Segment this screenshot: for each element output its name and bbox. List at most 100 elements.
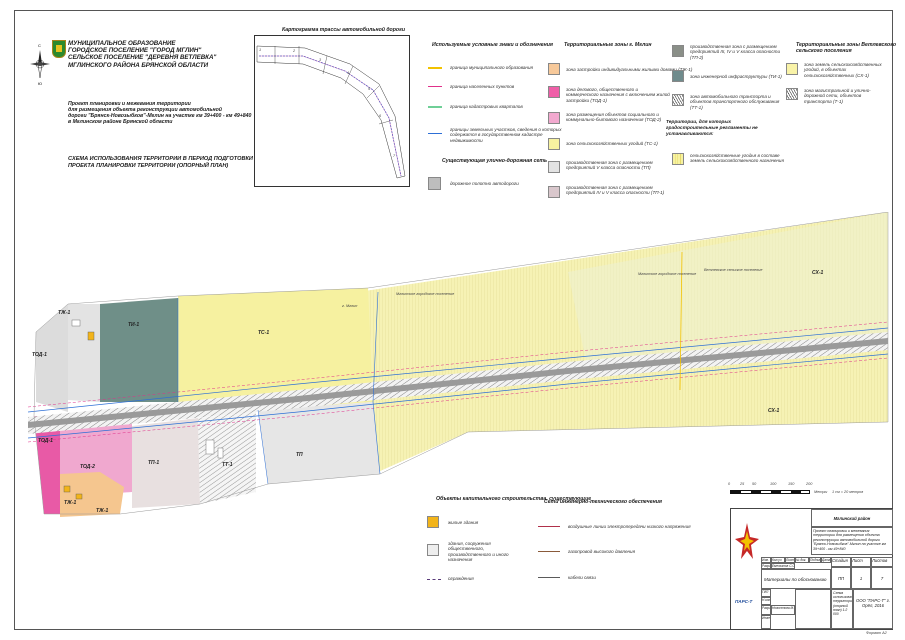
tb-row-date: Дата: [821, 557, 831, 563]
inset-sheet-2: 2: [293, 49, 296, 53]
legend-swatch-public: [427, 544, 439, 556]
tb-sheet-head: Лист: [851, 557, 871, 567]
legend-label-tzh1: зона застройки индивидуальными жилыми до…: [566, 67, 693, 72]
sheet-format: Формат А2: [866, 631, 887, 635]
legend-used-title: Используемые условные знаки и обозначени…: [432, 42, 553, 48]
scale-tick-25: 25: [740, 482, 745, 486]
north-arrow-icon: С Ю: [30, 42, 50, 86]
legend-label-public: здания, сооружения общественного, произв…: [448, 541, 509, 563]
inset-sheet-4: 4: [347, 71, 350, 75]
tb-sheets-head: Листов: [871, 557, 893, 567]
inset-sheet-1: 1: [259, 48, 262, 52]
tb-name-1: Емельянов С.С.: [771, 563, 795, 569]
zone-label-tod2: ТОД-2: [80, 464, 95, 470]
legend-swatch-ts1: [548, 138, 560, 150]
legend-swatch-skh1: [786, 63, 798, 75]
coat-of-arms-icon: [52, 40, 66, 58]
company-logo: ПАРС-Т: [733, 519, 761, 619]
tb-role-4: Разраб.: [761, 605, 771, 615]
legend-line-gas: [538, 551, 560, 552]
zone-label-tt1: ТТ-1: [222, 462, 233, 468]
tb-district: Мглинский район: [811, 509, 893, 527]
legend-label-agri-lands: сельскохозяйственные угодья в составе зе…: [690, 153, 784, 164]
tb-row-sign: Подпись: [809, 557, 821, 563]
place-label-vetlevka: Ветлевское сельское поселение: [704, 268, 763, 272]
tb-row-kol: Кол.уч: [771, 557, 785, 563]
tb-project-text: Проект планировки и межевания территории…: [811, 527, 893, 555]
zone-label-tzh1: ТЖ-1: [64, 500, 77, 506]
zone-label-skh1-south: СХ-1: [768, 408, 780, 414]
legend-swatch-tod2: [548, 112, 560, 124]
svg-text:С: С: [38, 43, 41, 48]
legend-label-t1: зона магистральной и улично-дорожной сет…: [804, 88, 871, 104]
zone-label-tod1: ТОД-1: [38, 438, 53, 444]
scale-tick-0: 0: [728, 482, 731, 486]
zone-label-skh1-east: СХ-1: [812, 270, 824, 276]
inset-sheet-7: 7: [393, 154, 396, 158]
tb-sheets-val: 7: [871, 567, 893, 589]
inset-map: 1 2 3 4 5 6 7: [254, 35, 410, 187]
legend-label-tp1: производственная зона с размещением пред…: [566, 185, 665, 196]
legend-label-tp2: производственная зона с размещением пред…: [690, 44, 781, 60]
place-label-mglin-settlement-2: Мглинское городское поселение: [638, 272, 697, 276]
scheme-title: СХЕМА ИСПОЛЬЗОВАНИЯ ТЕРРИТОРИИ В ПЕРИОД …: [68, 156, 253, 169]
legend-label-municipal: граница муниципального образования: [450, 65, 533, 70]
legend-line-cadastral: [428, 106, 442, 108]
legend-label-tod1: зона делового, общественного и коммерчес…: [566, 87, 670, 103]
legend-swatch-residential: [427, 516, 439, 528]
tb-row-doc: № док.: [795, 557, 809, 563]
legend-label-ts1: зона сельскохозяйственных угодий (ТС-1): [566, 141, 658, 146]
project-title: Проект планировки и межевания территории…: [68, 101, 252, 125]
scale-tick-50: 50: [752, 482, 757, 486]
tb-materials: Материалы по обоснованию: [761, 569, 831, 589]
tb-name-4: Новоселова М.П.: [771, 605, 795, 615]
legend-label-fence: ограждения: [448, 576, 474, 581]
legend-label-residential: жилые здания: [448, 520, 479, 525]
legend-swatch-tod1: [548, 86, 560, 98]
zone-label-ti1: ТИ-1: [128, 322, 140, 328]
scale-tick-100: 100: [770, 482, 777, 486]
legend-line-power: [538, 526, 560, 527]
inset-sheet-6: 6: [379, 114, 382, 118]
legend-line-fence: [427, 579, 441, 580]
legend-no-regulations-title: Территории, для которых градостроительны…: [666, 120, 758, 137]
legend-swatch-tp1: [548, 186, 560, 198]
scale-tick-200: 200: [806, 482, 813, 486]
inset-title: Картограмма трассы автомобильной дороги: [282, 27, 406, 33]
scale-unit: Метры: [814, 490, 828, 494]
zone-label-tzh1-south: ТЖ-1: [96, 508, 109, 514]
tb-company: ООО "ПАРС-Т" г. Орёл, 2016: [853, 589, 893, 629]
zone-label-tzh1-north: ТЖ-1: [58, 310, 71, 316]
zone-label-tod1-west: ТОД-1: [32, 352, 47, 358]
place-label-mglin-settlement-1: Мглинское городское поселение: [396, 292, 455, 296]
tb-blank: [795, 589, 831, 629]
tb-row-list: Лист: [785, 557, 795, 563]
legend-line-municipal: [428, 67, 442, 69]
tb-role-3: Н.контр.: [761, 597, 771, 605]
legend-label-comm: кабели связи: [568, 575, 596, 580]
svg-text:Ю: Ю: [38, 81, 42, 86]
title-block: ПАРС-Т Мглинский район Проект планировки…: [730, 508, 893, 630]
logo-star-icon: [735, 523, 759, 559]
legend-label-tp: производственная зона с размещением пред…: [566, 160, 653, 171]
legend-label-tod2: зона размещения объектов социального и к…: [566, 112, 662, 123]
tb-sheet-name: Схема использования территории (опорный …: [831, 589, 853, 629]
legend-label-road: дорожное полотно автодороги: [450, 181, 519, 186]
legend-swatch-tp2: [672, 45, 684, 57]
tb-row-izm: Изм.: [761, 557, 771, 563]
legend-swatch-ti1: [672, 70, 684, 82]
zone-label-tp1: ТП-1: [148, 460, 160, 466]
legend-label-parcels: границы земельных участков, сведения о к…: [450, 127, 562, 143]
inset-sheet-5: 5: [368, 87, 371, 91]
municipality-title: МУНИЦИПАЛЬНОЕ ОБРАЗОВАНИЕ ГОРОДСКОЕ ПОСЕ…: [68, 40, 217, 69]
legend-label-ti1: зона инженерной инфраструктуры (ТИ-1): [690, 74, 782, 79]
tb-role-1: Разраб.: [761, 563, 771, 569]
zone-label-tp: ТП: [296, 452, 303, 458]
legend-engineering-title: Сети инженерно-технического обеспечения: [544, 499, 662, 505]
legend-line-parcels: [428, 133, 442, 134]
legend-label-tt1: зона автомобильного транспорта и объекто…: [690, 94, 780, 110]
legend-vetlevka-title: Территориальные зоны Ветлевского сельско…: [796, 42, 897, 54]
legend-capital-title: Объекты капитального строительства, суще…: [436, 496, 592, 502]
inset-sheet-3: 3: [319, 58, 322, 62]
logo-text: ПАРС-Т: [735, 599, 753, 604]
